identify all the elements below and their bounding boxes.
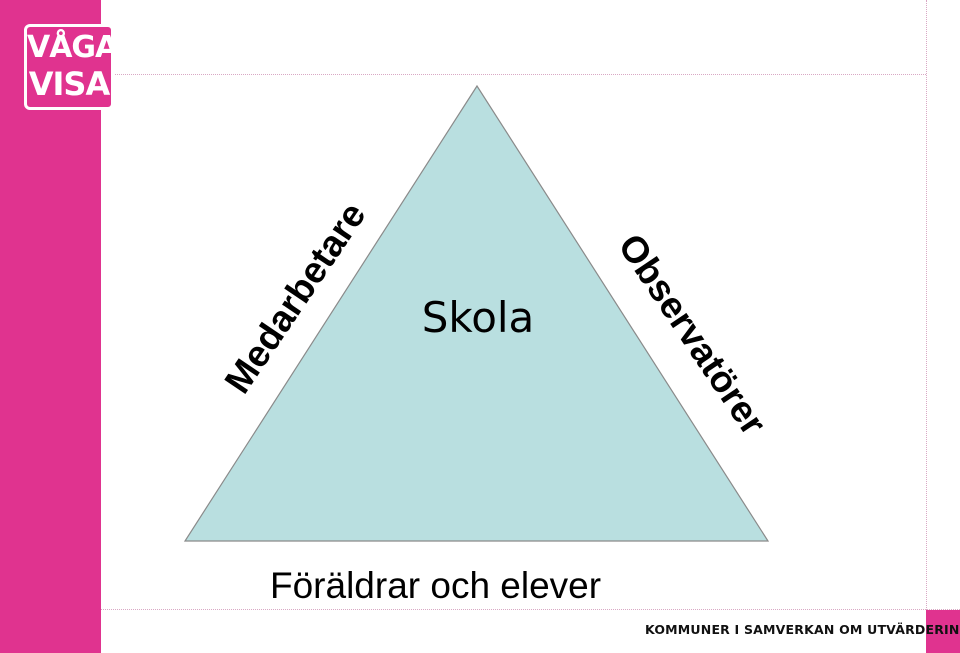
apex-label: Skola xyxy=(422,293,535,342)
guide-line-right xyxy=(926,0,927,610)
guide-line-top xyxy=(101,74,926,75)
brand-band-right xyxy=(926,610,960,653)
logo-line-1: VÅGA xyxy=(27,30,118,65)
footer-tagline: KOMMUNER I SAMVERKAN OM UTVÄRDERING xyxy=(645,622,960,637)
guide-line-bottom xyxy=(101,609,960,610)
logo-line-2: VISA xyxy=(28,65,110,103)
base-label: Föräldrar och elever xyxy=(270,565,602,606)
vaga-visa-logo: VÅGA VISA xyxy=(24,24,118,110)
triangle-shape xyxy=(183,84,770,542)
